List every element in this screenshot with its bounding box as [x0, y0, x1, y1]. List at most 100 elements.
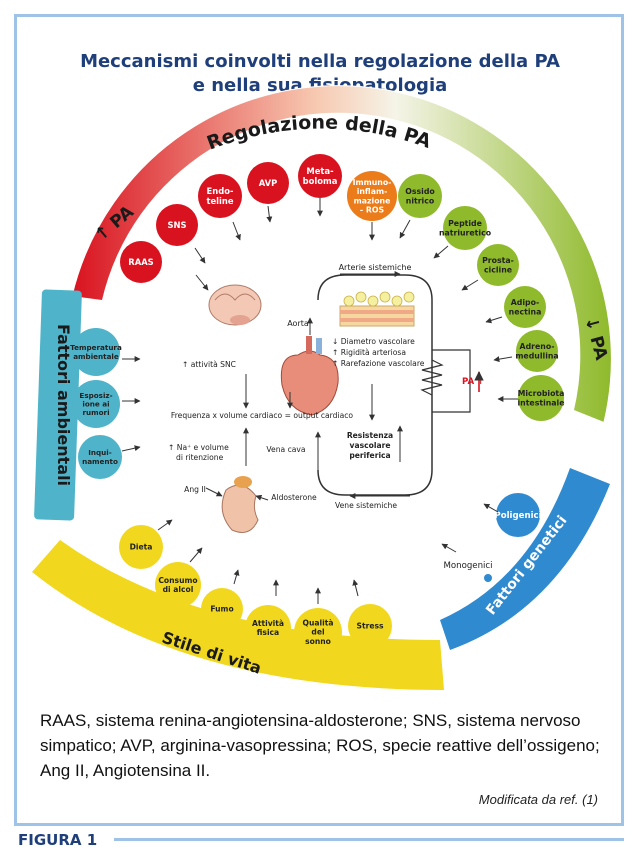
green-node-5: Adreno-medullina [515, 330, 559, 372]
life-node-1: Dieta [119, 525, 163, 569]
env-node-1-label: ambientale [73, 352, 119, 361]
green-node-1-label: Ossido [405, 187, 435, 196]
green-node-3-label: Prosta- [482, 256, 514, 265]
vascular-line-1: ↓ Diametro vascolare [332, 337, 415, 346]
kidney-icon [221, 476, 259, 533]
life-node-4-label: fisica [257, 628, 279, 637]
resistor-icon [420, 359, 444, 396]
green-node-2-label: Peptide [448, 219, 482, 228]
resistenza-3: periferica [349, 451, 390, 460]
life-node-5-label: sonno [305, 637, 331, 646]
green-node-3-circle [477, 244, 519, 286]
env-node-2-label: ione ai [82, 400, 109, 409]
arrows [121, 198, 518, 604]
life-node-1-label: Dieta [130, 543, 153, 552]
green-node-4-circle [504, 286, 546, 328]
ring-left-label: Fattori ambientali [54, 324, 73, 486]
poligenici-node [496, 493, 540, 537]
snc-label: ↑ attività SNC [182, 360, 236, 369]
immuno-node-label: - ROS [360, 206, 385, 215]
red-node-1-label: RAAS [128, 257, 153, 267]
life-node-5-circle [294, 608, 342, 656]
red-node-5-circle [298, 154, 342, 198]
green-node-3: Prosta-cicline [477, 244, 519, 286]
life-node-6-circle [348, 604, 392, 648]
green-node-2-circle [443, 206, 487, 250]
monogenici-dot [484, 574, 492, 582]
red-node-5-label: Meta- [306, 166, 334, 176]
figure-source: Modificata da ref. (1) [478, 792, 598, 807]
aorta-label: Aorta [287, 319, 309, 328]
vessel-wall [339, 305, 415, 327]
env-node-3-label: namento [82, 457, 118, 466]
genetic-band [440, 468, 610, 650]
immuno-node-label: inflam- [357, 187, 388, 196]
red-node-1-circle [120, 241, 162, 283]
green-node-4-label: Adipo- [511, 298, 539, 307]
life-node-6: Stress [348, 604, 392, 648]
green-node-5-circle [516, 330, 558, 372]
arterie-label: Arterie sistemiche [339, 263, 412, 272]
env-node-2-label: Esposiz- [79, 391, 112, 400]
diagram: Regolazione della PA ↑ PA ↓ PA Fattori a… [32, 85, 612, 690]
life-node-4-label: Attività [252, 619, 284, 628]
green-node-4-label: nectina [509, 307, 542, 316]
vascular-line-3: ↑ Rarefazione vascolare [332, 359, 425, 368]
life-node-1-circle [119, 525, 163, 569]
aldosterone-label: Aldosterone [271, 493, 317, 502]
red-node-5: Meta-boloma [298, 154, 342, 198]
red-node-2-label: SNS [167, 220, 186, 230]
life-node-2-circle [155, 562, 201, 608]
life-node-4-circle [245, 605, 291, 651]
env-node-2-label: rumori [82, 408, 109, 417]
red-node-3-circle [198, 174, 242, 218]
na-line-1: ↑ Na⁺ e volume [168, 443, 229, 452]
title-line-1: Meccanismi coinvolti nella regolazione d… [80, 51, 560, 72]
env-node-2-circle [72, 380, 120, 428]
green-node-5-label: medullina [515, 351, 558, 360]
green-node-1-label: nitrico [406, 196, 435, 205]
green-node-6-circle [518, 375, 564, 421]
green-node-4: Adipo-nectina [504, 286, 546, 328]
env-band-rect [34, 289, 82, 521]
life-node-3: Fumo [201, 588, 243, 630]
red-node-3-label: Endo- [207, 186, 234, 196]
lifestyle-band [32, 540, 444, 690]
green-node-1-circle [398, 174, 442, 218]
red-node-4-label: AVP [259, 178, 278, 188]
red-node-3: Endo-teline [198, 174, 242, 218]
vene-label: Vene sistemiche [335, 501, 397, 510]
env-node-1-circle [72, 328, 120, 376]
life-node-5-label: Qualità [303, 619, 334, 628]
green-node-3-label: cicline [484, 265, 512, 274]
env-node-3-circle [78, 435, 122, 479]
life-node-2-label: di alcol [163, 585, 194, 594]
figure-caption: RAAS, sistema renina-angiotensina-aldost… [40, 711, 600, 780]
vena-cava-label: Vena cava [266, 445, 305, 454]
brain-icon [208, 284, 262, 326]
monogenici-label: Monogenici [443, 561, 492, 571]
env-node-3: Inqui-namento [78, 435, 122, 479]
env-node-1-label: Temperatura [70, 343, 122, 352]
life-node-3-circle [201, 588, 243, 630]
red-node-2: SNS [156, 204, 198, 246]
green-node-2-label: natriuretico [439, 228, 492, 237]
red-node-1: RAAS [120, 241, 162, 283]
red-node-4: AVP [247, 162, 289, 204]
immuno-node-label: Immuno- [353, 178, 392, 187]
green-node-5-label: Adreno- [520, 342, 555, 351]
poligenici-label: Poligenici [494, 511, 541, 521]
circulation-loop [317, 274, 433, 496]
life-node-3-label: Fumo [210, 605, 233, 614]
red-node-5-label: boloma [303, 176, 338, 186]
immuno-node-circle [347, 171, 397, 221]
life-node-6-label: Stress [356, 622, 384, 631]
na-line-2: di ritenzione [176, 453, 224, 462]
life-node-5-label: del [311, 628, 324, 637]
